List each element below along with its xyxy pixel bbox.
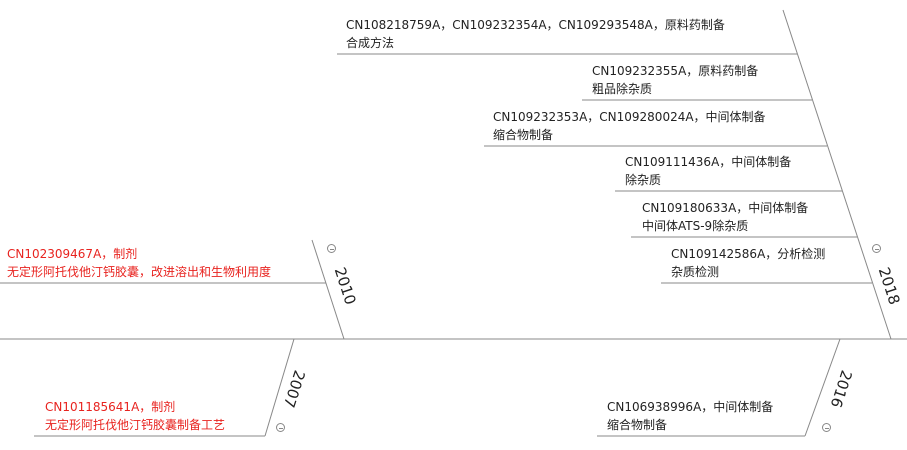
entry-subtitle: 除杂质 <box>625 173 662 187</box>
bone-2007 <box>264 338 295 437</box>
patent-entry: CN109142586A，分析检测 杂质检测 <box>671 245 825 281</box>
bone-2010 <box>311 239 345 340</box>
entry-title: CN102309467A，制剂 <box>7 247 138 261</box>
entry-subtitle: 无定形阿托伐他汀钙胶囊，改进溶出和生物利用度 <box>7 265 272 279</box>
entry-subtitle: 杂质检测 <box>671 265 720 279</box>
entry-subtitle: 缩合物制备 <box>493 128 554 142</box>
patent-entry: CN108218759A，CN109232354A，CN109293548A，原… <box>346 16 725 52</box>
patent-entry: CN109232355A，原料药制备 粗品除杂质 <box>592 62 758 98</box>
entry-subtitle: 粗品除杂质 <box>592 82 653 96</box>
collapse-toggle-2018[interactable] <box>872 244 881 253</box>
entry-subtitle: 中间体ATS-9除杂质 <box>642 219 749 233</box>
bone-2016 <box>804 338 841 437</box>
entry-title: CN109111436A，中间体制备 <box>625 155 792 169</box>
entry-title: CN109232353A，CN109280024A，中间体制备 <box>493 110 766 124</box>
patent-entry-highlighted: CN101185641A，制剂 无定形阿托伐他汀钙胶囊制备工艺 <box>45 398 225 434</box>
patent-entry: CN109111436A，中间体制备 除杂质 <box>625 153 791 189</box>
bone-2018 <box>782 9 892 340</box>
entry-title: CN109232355A，原料药制备 <box>592 64 759 78</box>
patent-entry: CN109180633A，中间体制备 中间体ATS-9除杂质 <box>642 199 808 235</box>
entry-title: CN109180633A，中间体制备 <box>642 201 809 215</box>
entry-title: CN109142586A，分析检测 <box>671 247 826 261</box>
entry-title: CN108218759A，CN109232354A，CN109293548A，原… <box>346 18 725 32</box>
collapse-toggle-2010[interactable] <box>327 244 336 253</box>
patent-entry: CN106938996A，中间体制备 缩合物制备 <box>607 398 773 434</box>
entry-title: CN106938996A，中间体制备 <box>607 400 774 414</box>
entry-subtitle: 合成方法 <box>346 36 395 50</box>
patent-entry-highlighted: CN102309467A，制剂 无定形阿托伐他汀钙胶囊，改进溶出和生物利用度 <box>7 245 271 281</box>
entry-subtitle: 缩合物制备 <box>607 418 668 432</box>
collapse-toggle-2016[interactable] <box>822 423 831 432</box>
patent-entry: CN109232353A，CN109280024A，中间体制备 缩合物制备 <box>493 108 766 144</box>
entry-subtitle: 无定形阿托伐他汀钙胶囊制备工艺 <box>45 418 226 432</box>
entry-title: CN101185641A，制剂 <box>45 400 176 414</box>
collapse-toggle-2007[interactable] <box>276 423 285 432</box>
